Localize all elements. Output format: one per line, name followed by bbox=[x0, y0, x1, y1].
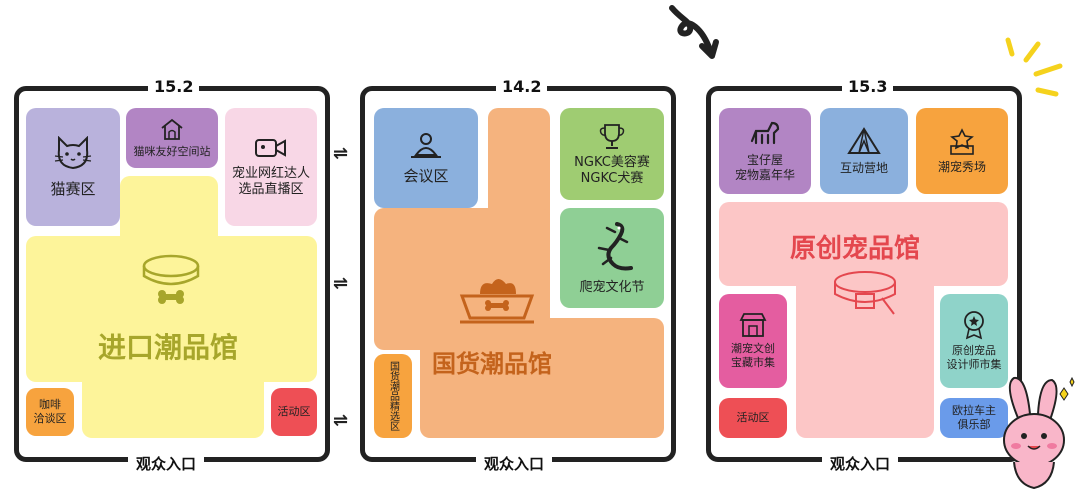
star-box-icon bbox=[950, 127, 974, 155]
zone-meeting[interactable]: 会议区 bbox=[374, 108, 478, 208]
video-camera-icon bbox=[255, 139, 286, 158]
zone-show[interactable]: 潮宠秀场 bbox=[916, 108, 1008, 194]
zone-activity[interactable]: 活动区 bbox=[271, 388, 317, 436]
zone-label: 潮宠秀场 bbox=[937, 159, 986, 174]
zone-camp[interactable]: 互动营地 bbox=[820, 108, 908, 194]
audience-entrance[interactable]: 观众入口 bbox=[128, 453, 205, 474]
zone-car-club[interactable]: 欧拉车主 俱乐部 bbox=[940, 398, 1008, 438]
zone-coffee[interactable]: 咖啡 洽谈区 bbox=[26, 388, 74, 436]
zone-influencer[interactable]: 宠业网红达人 选品直播区 bbox=[225, 108, 317, 226]
tent-icon bbox=[847, 126, 881, 154]
zone-label: 咖啡 洽谈区 bbox=[33, 398, 67, 425]
zone-reptile[interactable]: 爬宠文化节 bbox=[560, 208, 664, 308]
zone-label: 活动区 bbox=[736, 411, 770, 425]
connector-icon: ⇌ bbox=[333, 143, 349, 164]
hall-number: 14.2 bbox=[496, 77, 548, 96]
cat-icon bbox=[54, 136, 92, 170]
pet-collar-icon bbox=[834, 271, 896, 315]
zone-label: 爬宠文化节 bbox=[579, 280, 645, 296]
pet-collar-bowl-icon bbox=[142, 254, 200, 304]
lizard-icon bbox=[597, 222, 633, 271]
zone-label: 猫赛区 bbox=[50, 180, 96, 198]
zone-designer-market[interactable]: 原创宠品 设计师市集 bbox=[940, 294, 1008, 388]
arrow-doodle-icon bbox=[669, 5, 719, 59]
zone-label: 宠业网红达人 选品直播区 bbox=[231, 166, 310, 197]
zone-label: 潮宠文创 宝藏市集 bbox=[731, 342, 775, 369]
zone-label: NGKC美容赛 NGKC犬赛 bbox=[574, 155, 650, 186]
zone-cat-show[interactable]: 猫赛区 bbox=[26, 108, 120, 226]
zone-activity[interactable]: 活动区 bbox=[719, 398, 787, 438]
audience-entrance[interactable]: 观众入口 bbox=[476, 453, 553, 474]
zone-baozai[interactable]: 宝仔屋 宠物嘉年华 bbox=[719, 108, 811, 194]
hall-number: 15.3 bbox=[842, 77, 894, 96]
connector-icon: ⇌ bbox=[333, 410, 349, 431]
house-icon bbox=[161, 118, 183, 141]
zone-ngkc[interactable]: NGKC美容赛 NGKC犬赛 bbox=[560, 108, 664, 200]
zone-cat-friendly[interactable]: 猫咪友好空间站 bbox=[126, 108, 218, 168]
connector-icon: ⇌ bbox=[333, 273, 349, 294]
zone-import-hall-label[interactable]: 进口潮品馆 bbox=[98, 331, 239, 364]
dog-icon bbox=[750, 121, 780, 145]
audience-entrance[interactable]: 观众入口 bbox=[822, 453, 899, 474]
pet-bowl-icon bbox=[459, 279, 535, 324]
zone-label: 国货潮品精选区 bbox=[387, 361, 399, 431]
shop-icon bbox=[739, 313, 767, 338]
zone-label: 欧拉车主 俱乐部 bbox=[952, 404, 996, 431]
zone-vertical[interactable]: 国货潮品精选区 bbox=[374, 354, 412, 438]
sparkle-doodle-icon bbox=[1005, 37, 1063, 97]
award-badge-icon bbox=[964, 311, 984, 340]
zone-domestic-hall-label[interactable]: 国货潮品馆 bbox=[432, 350, 552, 378]
zone-import-hall-bg bbox=[82, 360, 264, 438]
zone-label: 互动营地 bbox=[839, 160, 888, 175]
zone-original-hall-label[interactable]: 原创宠品馆 bbox=[790, 234, 921, 264]
zone-label: 原创宠品 设计师市集 bbox=[946, 344, 1002, 371]
zone-culture-market[interactable]: 潮宠文创 宝藏市集 bbox=[719, 294, 787, 388]
trophy-icon bbox=[599, 124, 625, 150]
zone-import-hall-bg bbox=[26, 236, 317, 382]
zone-label: 活动区 bbox=[277, 405, 311, 419]
zone-domestic-hall-bg bbox=[488, 108, 550, 220]
zone-label: 猫咪友好空间站 bbox=[133, 145, 211, 159]
hall-number: 15.2 bbox=[148, 77, 200, 96]
zone-label: 会议区 bbox=[403, 167, 449, 185]
bunny-mascot-icon bbox=[1003, 376, 1075, 490]
meeting-people-icon bbox=[411, 133, 441, 158]
zone-label: 宝仔屋 宠物嘉年华 bbox=[734, 153, 795, 182]
